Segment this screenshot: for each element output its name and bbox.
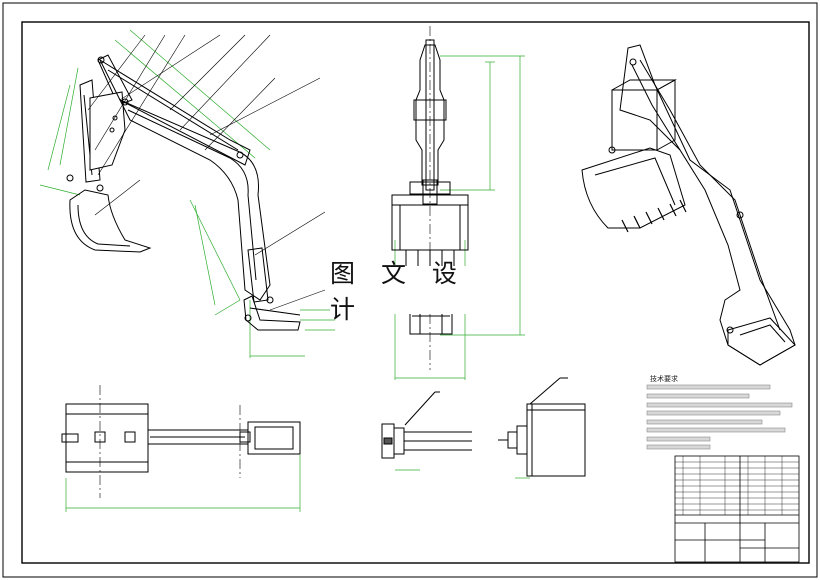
- watermark-text: 图 文 设 计: [330, 259, 466, 324]
- inner-frame: [21, 21, 810, 564]
- title-block-rows: [675, 456, 799, 515]
- boom-arm-side-view: [39, 29, 335, 358]
- watermark: 图 文 设 计: [330, 259, 490, 324]
- detail-view-a: [381, 391, 472, 471]
- title-block: [674, 455, 800, 563]
- front-elevation-view: [391, 26, 525, 380]
- tech-requirements-title: 技术要求: [650, 375, 678, 383]
- plan-view-dimensions: [65, 455, 301, 512]
- detail-view-b: [498, 377, 586, 479]
- plan-view: [61, 385, 301, 512]
- isometric-view: [581, 44, 796, 366]
- side-view-leaders: [87, 34, 326, 311]
- side-view-dimensions: [39, 29, 335, 358]
- isometric-teeth: [621, 199, 687, 233]
- tech-requirements-lines: [646, 384, 793, 450]
